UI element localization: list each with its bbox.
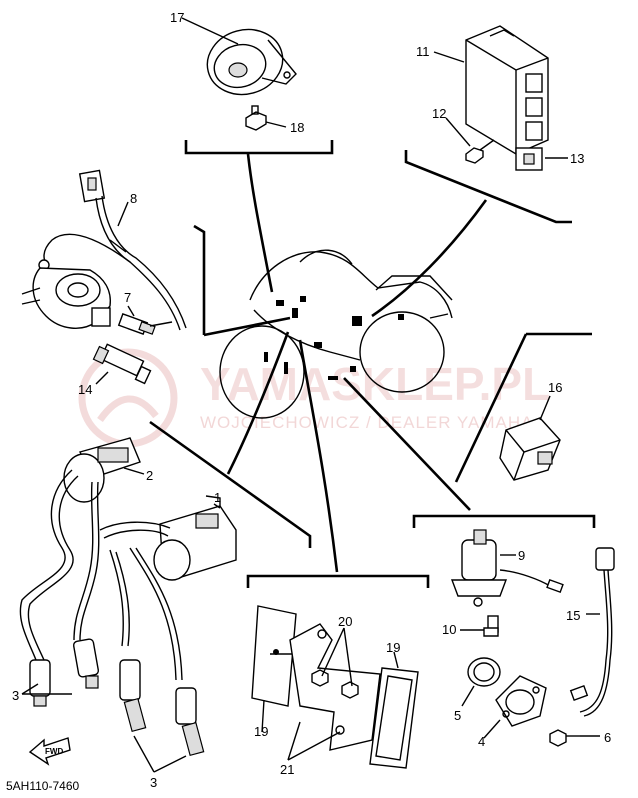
- group-bracket-reflector: [246, 574, 430, 588]
- diagram-code: 5AH110-7460: [6, 779, 79, 793]
- sensor-harness-15: [569, 547, 615, 717]
- fwd-arrow: FWD: [28, 737, 71, 766]
- watermark-brand: YAMASKLEP.PL: [200, 358, 550, 410]
- callout-14: 14: [78, 382, 92, 397]
- ignition-coil-2: [63, 437, 141, 503]
- callout-6: 6: [604, 730, 611, 745]
- o-ring-5: [467, 657, 501, 687]
- callout-2: 2: [146, 468, 153, 483]
- sensor-4: [495, 675, 547, 727]
- callout-labels: 17 18 11 12 13 8 7 14 16 2 1 3 3 20 19 1…: [12, 10, 611, 790]
- spark-plug-cap-1: [29, 659, 51, 707]
- screw-10: [483, 615, 499, 637]
- group-bracket-sensor: [193, 224, 206, 335]
- group-bracket-horn: [184, 140, 334, 155]
- reflector-bracket: [289, 623, 381, 751]
- callout-10: 10: [442, 622, 456, 637]
- position-sensor: [21, 267, 111, 329]
- ecu-unit: [465, 25, 549, 155]
- horn-bolt: [245, 105, 267, 131]
- reflector-plate: [251, 605, 297, 707]
- watermark-subtitle: WOJCIECHOWICZ / DEALER YAMAHA: [200, 413, 533, 432]
- fwd-label: FWD: [45, 747, 63, 756]
- callout-11: 11: [416, 44, 430, 59]
- watermark: YAMASKLEP.PL WOJCIECHOWICZ / DEALER YAMA…: [78, 348, 550, 448]
- callout-15: 15: [566, 608, 580, 623]
- speed-sensor-9: [450, 529, 564, 607]
- callout-1: 1: [214, 490, 221, 505]
- callout-3-bottom: 3: [150, 775, 157, 790]
- relay: [499, 417, 561, 481]
- callout-3-left: 3: [12, 688, 19, 703]
- callout-17: 17: [170, 10, 184, 25]
- bolt-6: [549, 729, 580, 747]
- callout-12: 12: [432, 106, 446, 121]
- spark-plug-leads: [19, 469, 100, 661]
- spark-plug-cap-3: [119, 659, 147, 733]
- leader-lines: [149, 153, 528, 573]
- callout-21: 21: [280, 762, 294, 777]
- callout-5: 5: [454, 708, 461, 723]
- switch-7: [117, 313, 173, 335]
- callout-16: 16: [548, 380, 562, 395]
- switch-14: [92, 343, 152, 385]
- callout-19-right: 19: [386, 640, 400, 655]
- callout-18: 18: [290, 120, 304, 135]
- ignition-coil-1: [153, 495, 237, 581]
- motorcycle-outline: [219, 249, 453, 419]
- callout-8: 8: [130, 191, 137, 206]
- horn: [206, 28, 297, 96]
- sensor-harness: [38, 169, 187, 331]
- callout-9: 9: [518, 548, 525, 563]
- callout-13: 13: [570, 151, 584, 166]
- ecu-bolt: [465, 139, 495, 164]
- group-bracket-ecu: [404, 150, 572, 224]
- reflector-nut: [311, 669, 359, 699]
- spark-plug-cap-2: [72, 638, 100, 689]
- callout-7: 7: [124, 290, 131, 305]
- spark-plug-leads-2: [99, 521, 183, 681]
- callout-4: 4: [478, 734, 485, 749]
- callout-20: 20: [338, 614, 352, 629]
- reflector: [369, 667, 419, 769]
- ecu-bracket: [515, 147, 543, 171]
- spark-plug-cap-4: [175, 687, 205, 757]
- group-bracket-speed: [412, 514, 596, 528]
- callout-19-left: 19: [254, 724, 268, 739]
